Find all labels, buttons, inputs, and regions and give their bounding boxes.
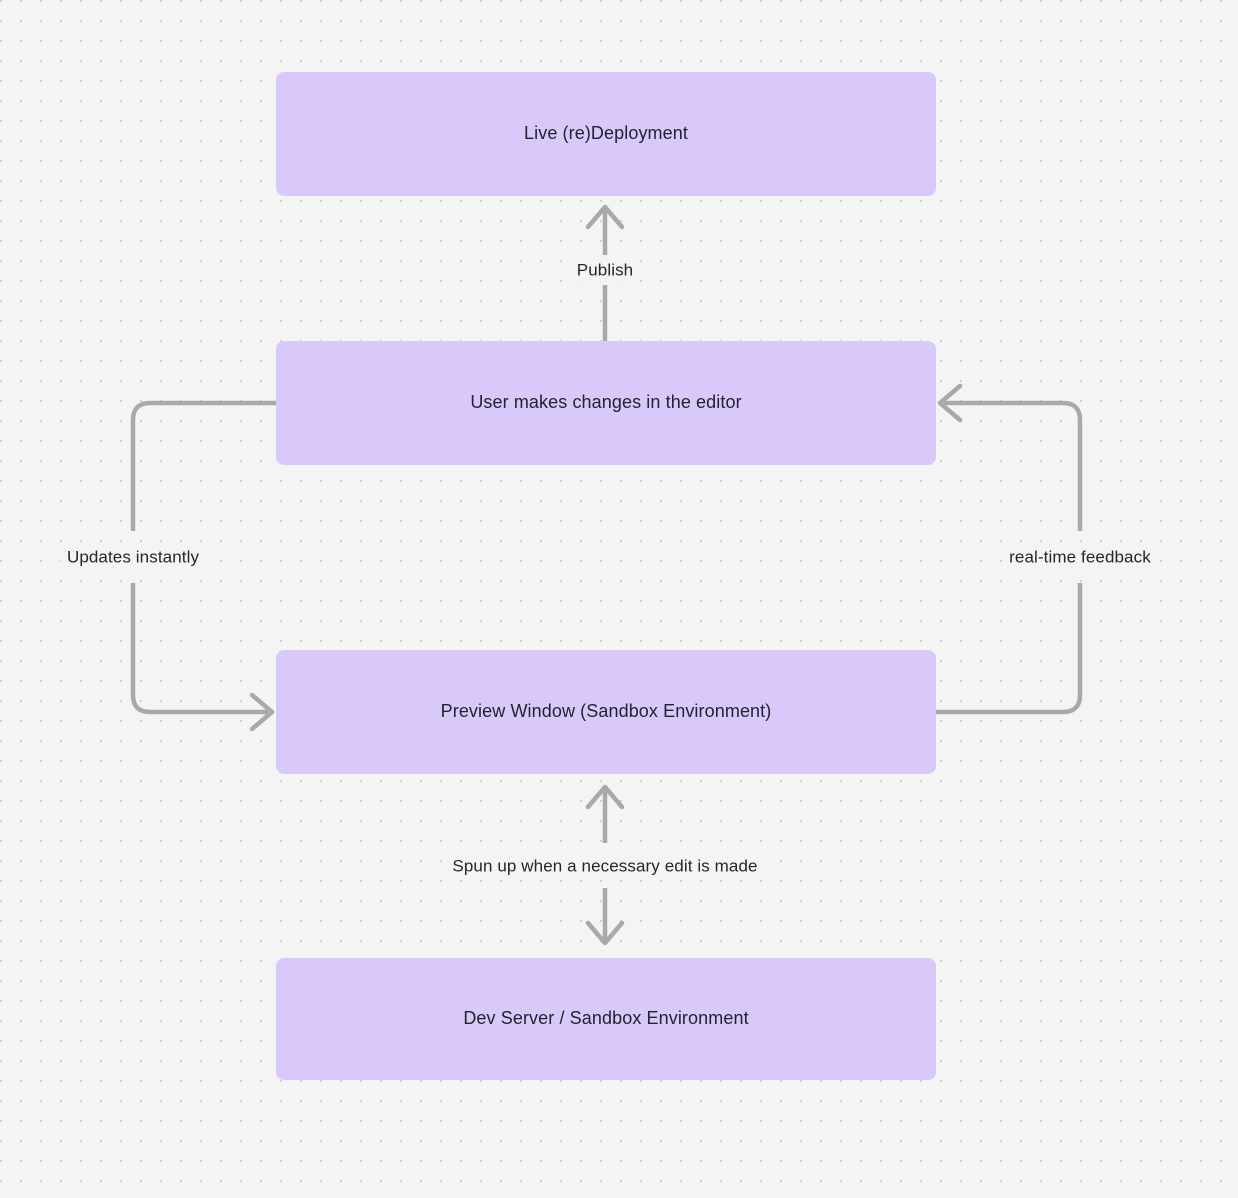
edge-label-real-time-feedback: real-time feedback (1003, 545, 1157, 569)
node-dev-server-label: Dev Server / Sandbox Environment (463, 1008, 749, 1029)
node-preview-window[interactable]: Preview Window (Sandbox Environment) (276, 650, 936, 774)
node-dev-server[interactable]: Dev Server / Sandbox Environment (276, 958, 936, 1080)
node-user-edits-label: User makes changes in the editor (470, 392, 742, 413)
node-user-edits[interactable]: User makes changes in the editor (276, 341, 936, 465)
node-preview-window-label: Preview Window (Sandbox Environment) (440, 701, 772, 722)
edge-label-spun-up: Spun up when a necessary edit is made (446, 854, 764, 878)
node-live-deployment[interactable]: Live (re)Deployment (276, 72, 936, 196)
edge-label-publish: Publish (570, 258, 640, 282)
edge-label-updates-instantly: Updates instantly (60, 545, 206, 569)
node-live-deployment-label: Live (re)Deployment (524, 123, 688, 144)
